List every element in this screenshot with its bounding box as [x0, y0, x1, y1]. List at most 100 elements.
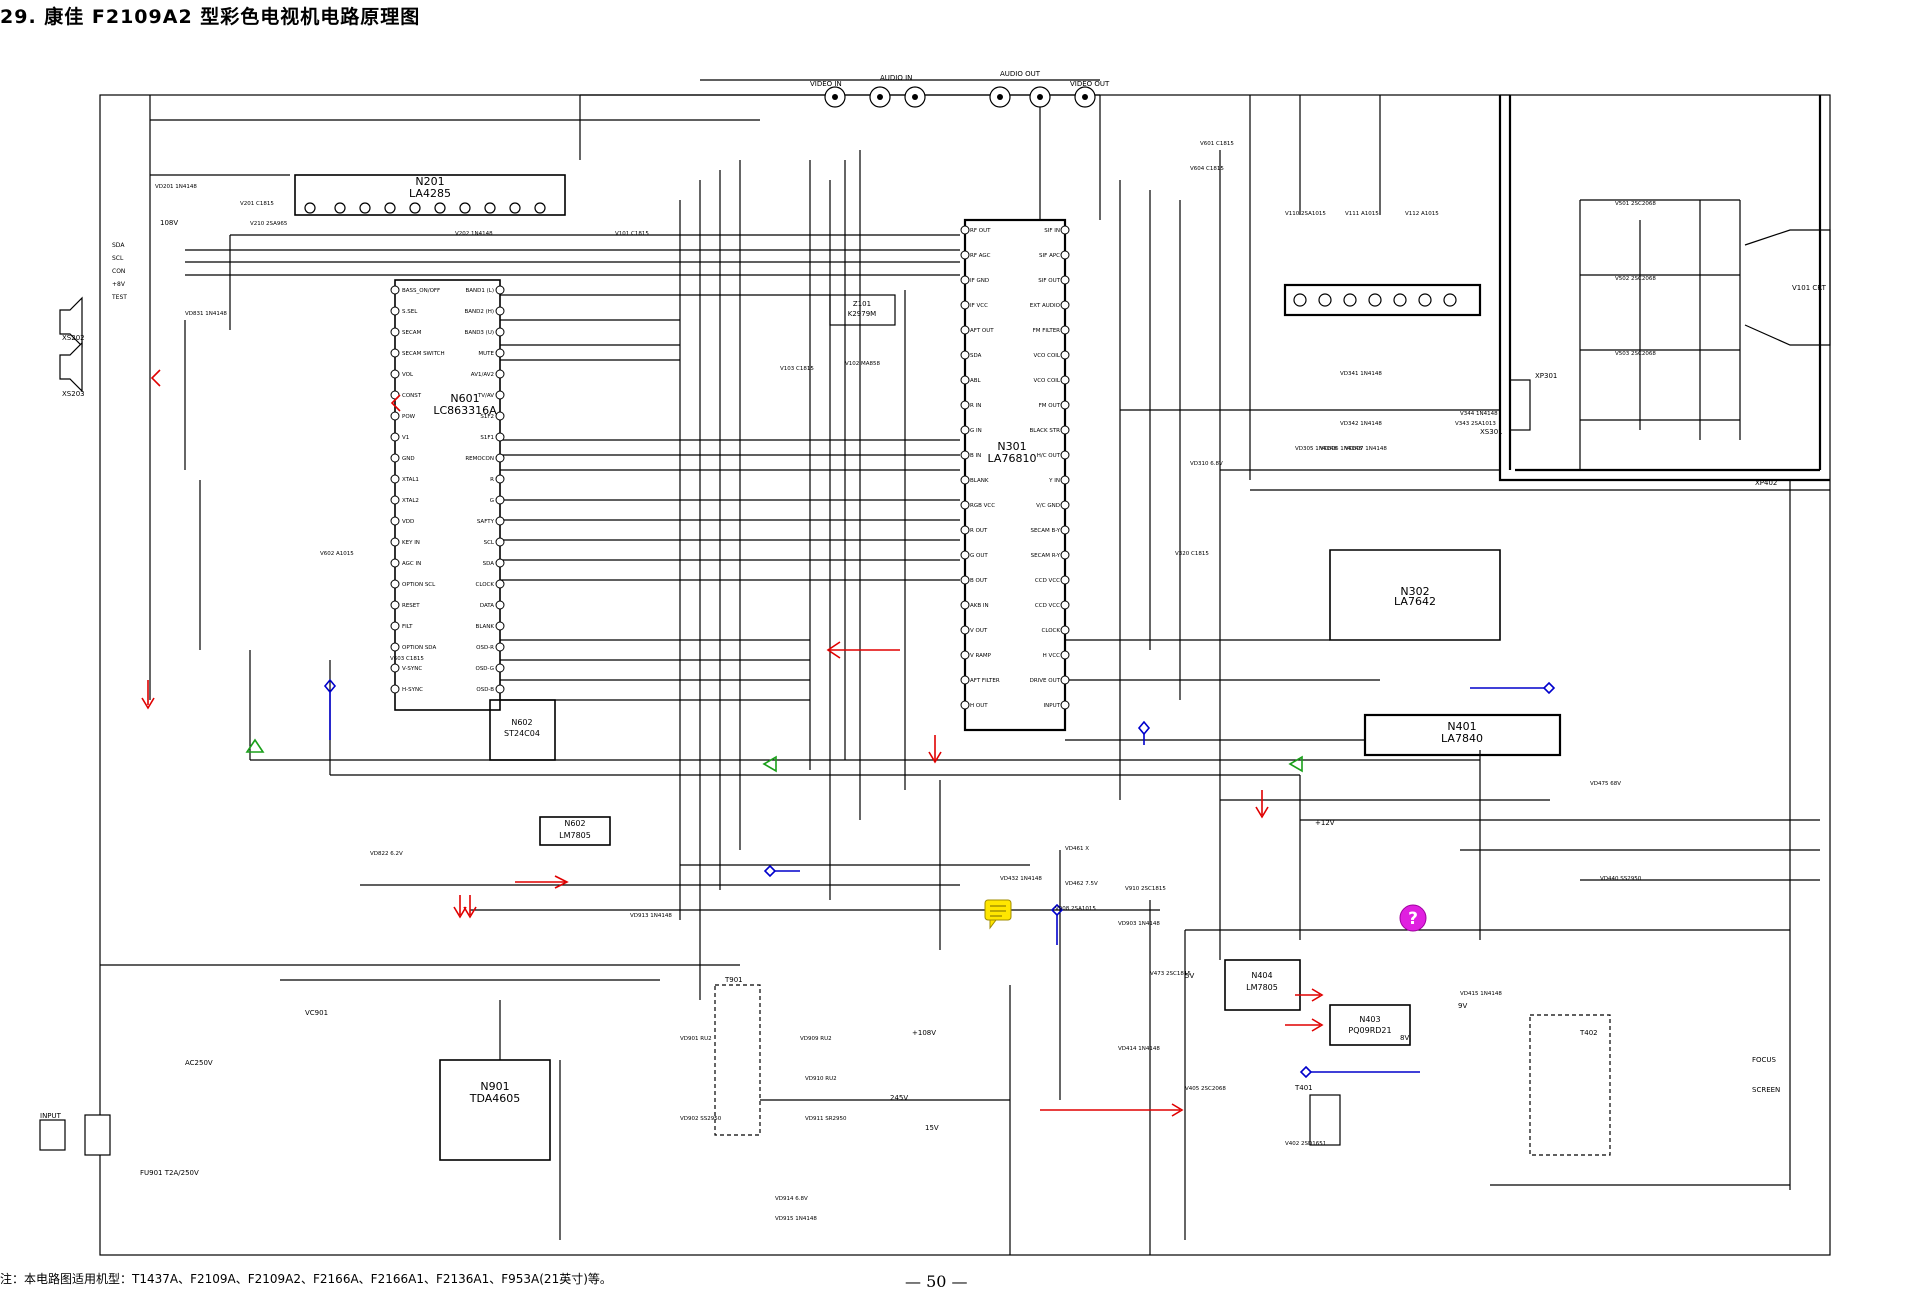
video-out-label: VIDEO OUT [1070, 80, 1110, 88]
ic-n301-ref: N301 [997, 440, 1026, 453]
n601-pin [495, 306, 505, 316]
n601-pin-label: BAND3 (U) [465, 330, 494, 336]
note-icon[interactable] [984, 899, 1012, 930]
n601-pin [495, 348, 505, 358]
n301-pin-label: V RAMP [970, 653, 992, 659]
n301-pin [1060, 525, 1070, 535]
help-bubble-icon[interactable]: ? [1399, 904, 1427, 932]
v5-label: 5V [1185, 972, 1194, 980]
n301-pin [960, 300, 970, 310]
v9-label: 9V [1458, 1002, 1467, 1010]
n601-pin-label: XTAL1 [402, 477, 419, 483]
n601-pin [390, 369, 400, 379]
diode-label: VD440 SS2950 [1600, 876, 1642, 882]
n301-pin-label: ABL [970, 378, 982, 384]
transistor-label: V201 C1815 [240, 201, 274, 207]
n301-pin-label: CCD VCC [1035, 578, 1060, 584]
n301-pin [960, 250, 970, 260]
diode-label: VD415 1N4148 [1460, 991, 1502, 997]
n601-pin-label: BAND2 (H) [464, 309, 494, 315]
diode-label: VD461 X [1065, 846, 1089, 852]
transistor-label: V112 A1015 [1405, 211, 1439, 217]
n301-pin [1060, 250, 1070, 260]
n301-pin [960, 450, 970, 460]
ic-n602-part: LM7805 [559, 831, 591, 840]
n301-pin-label: VCO COIL [1033, 353, 1060, 359]
n301-pin-label: H VCC [1043, 653, 1060, 659]
n301-pin [960, 275, 970, 285]
n601-pin-label: S1F2 [480, 414, 494, 420]
ac-label: AC250V [185, 1059, 213, 1067]
n301-pin [1060, 475, 1070, 485]
n601-pin [495, 600, 505, 610]
n301-pin-label: SIF APC [1039, 253, 1060, 259]
xp301-label: XP301 [1535, 372, 1557, 380]
n601-pin [390, 327, 400, 337]
transistor-label: V405 2SC2068 [1185, 1086, 1226, 1092]
bus-pin-label: SDA [112, 242, 125, 249]
diode-label: VD913 1N4148 [630, 913, 672, 919]
transistor-label: V910 2SC1815 [1125, 886, 1166, 892]
n601-pin [390, 537, 400, 547]
n601-pin-label: CLOCK [476, 582, 495, 588]
n301-pin [960, 400, 970, 410]
n301-pin-label: IF GND [970, 278, 989, 284]
n301-pin-label: B OUT [970, 578, 988, 584]
n301-pin-label: INPUT [1044, 703, 1061, 709]
transistor-label: V604 C1815 [1190, 166, 1224, 172]
ic-n901-ref: N901 [480, 1080, 509, 1093]
ic-n601-body [394, 279, 501, 711]
v15-label: 15V [925, 1124, 939, 1132]
audio-in-label: AUDIO IN [880, 74, 912, 82]
diode-label: VD915 1N4148 [775, 1216, 817, 1222]
ic-n201-part: LA4285 [409, 187, 451, 200]
crt-label: V101 CRT [1792, 284, 1827, 292]
n601-pin [390, 663, 400, 673]
transistor-label: V344 1N4148 [1460, 411, 1498, 417]
n601-pin-label: RESET [402, 603, 420, 609]
transistor-label: V103 C1815 [780, 366, 814, 372]
n301-pin-label: FM FILTER [1033, 328, 1061, 334]
diode-label: VD342 1N4148 [1340, 421, 1382, 427]
diode-label: VD341 1N4148 [1340, 371, 1382, 377]
n601-pin [495, 642, 505, 652]
n601-pin-label: S1F1 [480, 435, 494, 441]
n301-pin [1060, 225, 1070, 235]
diode-label: VD902 SS2950 [680, 1116, 722, 1122]
t401-label: T401 [1294, 1084, 1313, 1092]
ic-n901-part: TDA4605 [469, 1092, 521, 1105]
transistor-label: V603 C1815 [390, 656, 424, 662]
n301-pin [1060, 350, 1070, 360]
n301-pin [1060, 375, 1070, 385]
n601-pin-label: SECAM SWITCH [402, 351, 445, 357]
ic-n404-ref: N404 [1251, 971, 1272, 980]
v8-label: 8V [1400, 1034, 1409, 1042]
n301-pin [1060, 450, 1070, 460]
ic-n201-ref: N201 [415, 175, 444, 188]
n301-pin-label: AFT OUT [970, 328, 994, 334]
transistor-label: V320 C1815 [1175, 551, 1209, 557]
n601-pin-label: SAFTY [477, 519, 495, 525]
n301-pin [960, 550, 970, 560]
n301-pin [960, 650, 970, 660]
ic-n403-ref: N403 [1359, 1015, 1380, 1024]
n301-pin-label: G IN [970, 428, 982, 434]
ic-n601-ref: N601 [450, 392, 479, 405]
diode-label: VD310 6.8V [1190, 461, 1223, 467]
ic-eeprom-part: ST24C04 [504, 729, 540, 738]
n601-pin [390, 474, 400, 484]
n301-pin [960, 350, 970, 360]
bus-pin-label: SCL [112, 255, 124, 262]
n601-pin-label: V-SYNC [402, 666, 422, 672]
v12-label: +12V [1315, 819, 1335, 827]
n301-pin-label: CCD VCC [1035, 603, 1060, 609]
n601-pin-label: BAND1 (L) [466, 288, 495, 294]
audio-out-label: AUDIO OUT [1000, 70, 1041, 78]
diode-label: VD914 6.8V [775, 1196, 808, 1202]
t901-label: T901 [724, 976, 743, 984]
n301-pin-label: EXT AUDIO [1030, 303, 1061, 309]
n301-pin-label: SDA [970, 353, 982, 359]
n601-pin [390, 684, 400, 694]
n601-pin [495, 558, 505, 568]
